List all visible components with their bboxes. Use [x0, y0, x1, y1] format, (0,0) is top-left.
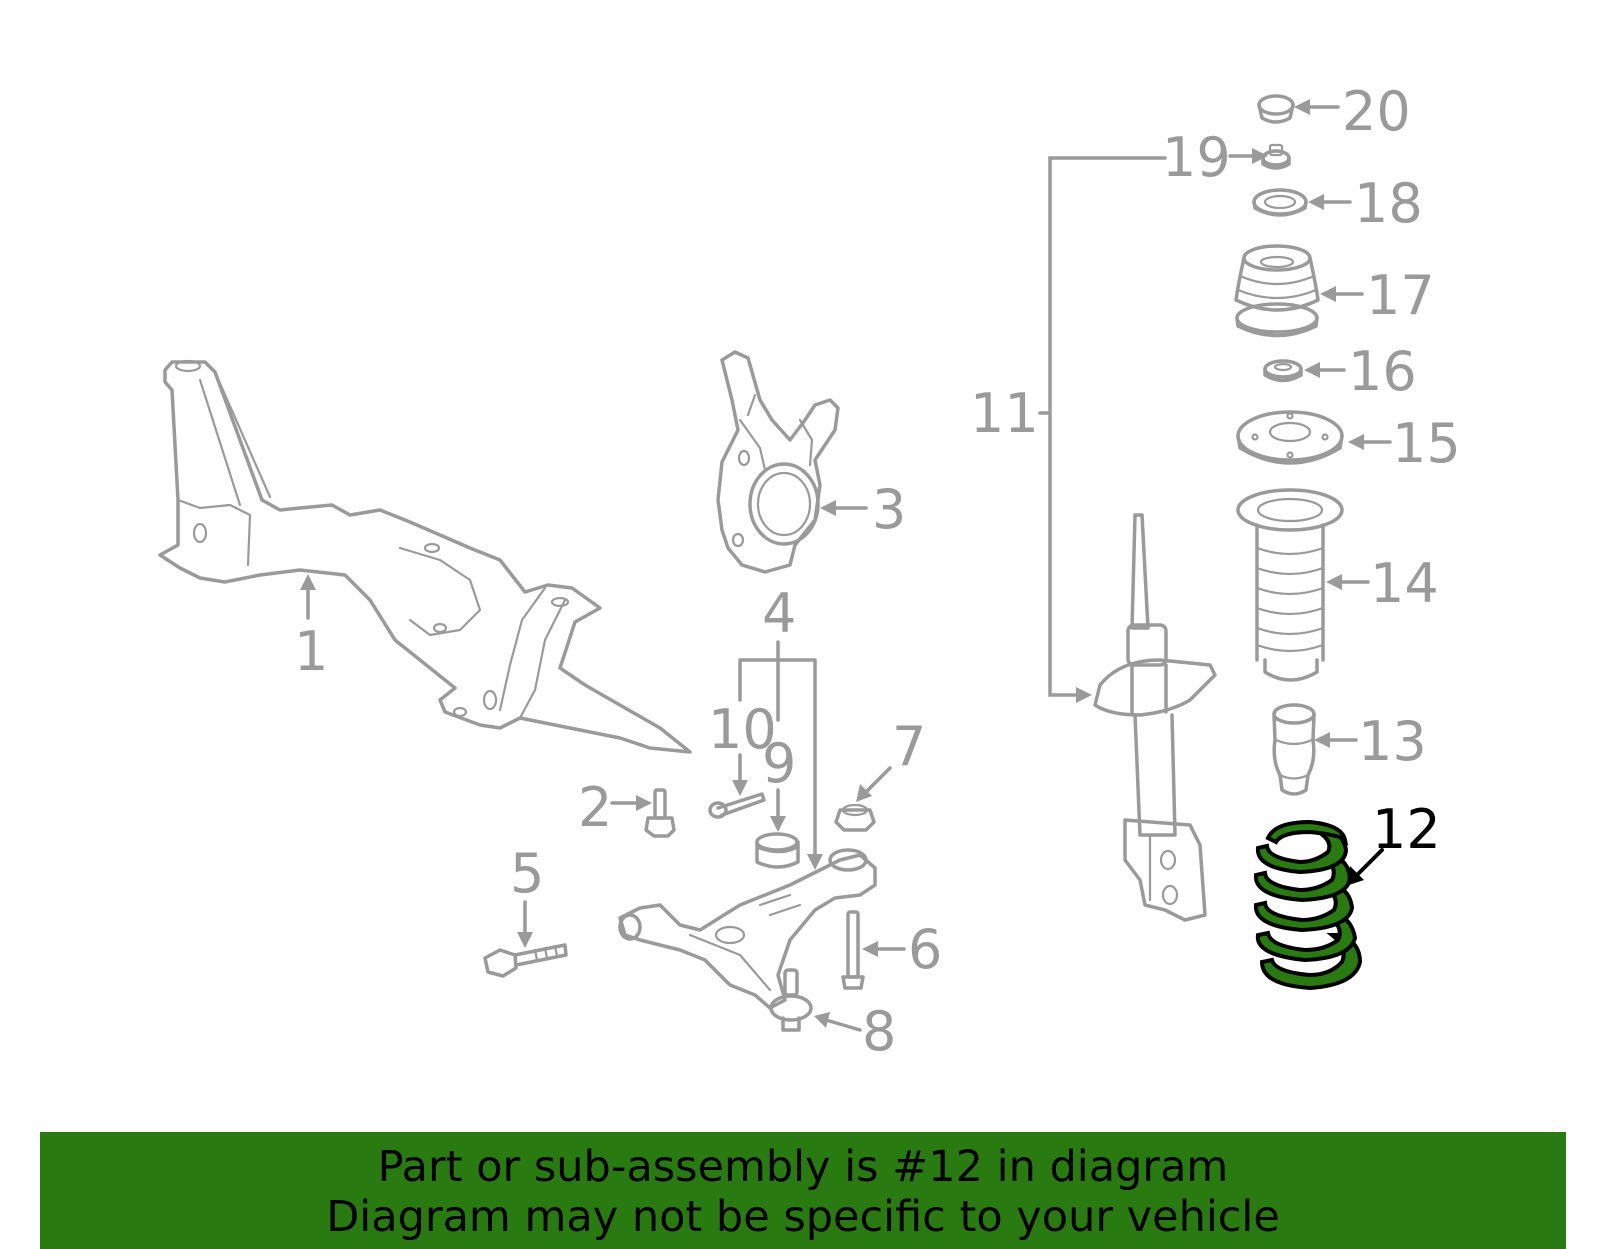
callout-6: 6 [908, 918, 942, 981]
part-3-steering-knuckle [716, 350, 840, 574]
callout-1: 1 [294, 620, 328, 683]
callout-18: 18 [1354, 172, 1423, 235]
callout-2: 2 [578, 776, 612, 839]
part-1-crossmember [158, 359, 692, 754]
callout-8: 8 [862, 1000, 896, 1063]
part-18-seat-ring [1252, 188, 1308, 217]
callout-14: 14 [1370, 552, 1439, 615]
callout-9: 9 [762, 732, 796, 795]
callout-10: 10 [708, 698, 777, 761]
leader-lines [300, 99, 1392, 1032]
part-8-ball-joint [769, 968, 813, 1032]
callout-labels: 1 2 3 4 5 6 7 8 9 10 11 12 13 14 15 16 1… [294, 80, 1461, 1063]
callout-20: 20 [1342, 80, 1411, 143]
callout-19: 19 [1162, 126, 1231, 189]
part-7-nut [834, 803, 876, 832]
part-11-strut [1093, 513, 1217, 922]
callout-11: 11 [970, 382, 1039, 445]
callout-17: 17 [1366, 264, 1435, 327]
part-15-mount-plate [1236, 410, 1344, 465]
callout-5: 5 [510, 842, 544, 905]
part-6-bolt [841, 910, 865, 990]
part-5-long-bolt [483, 943, 568, 978]
part-13-bump-stop [1272, 703, 1316, 796]
part-2-bolt [644, 788, 676, 838]
callout-7: 7 [892, 715, 926, 778]
callout-12: 12 [1372, 798, 1441, 861]
part-9-bushing [755, 832, 800, 869]
part-info-banner: Part or sub-assembly is #12 in diagram D… [40, 1132, 1566, 1249]
callout-15: 15 [1392, 412, 1461, 475]
part-14-dust-boot [1236, 488, 1344, 682]
callout-3: 3 [872, 478, 906, 541]
part-10-cotter-pin [708, 792, 766, 819]
callout-13: 13 [1358, 710, 1427, 773]
part-12-coil-spring [1253, 819, 1363, 991]
callout-16: 16 [1348, 340, 1417, 403]
part-16-washer [1263, 359, 1303, 383]
banner-line-1: Part or sub-assembly is #12 in diagram [377, 1142, 1229, 1192]
callout-4: 4 [762, 582, 796, 645]
banner-line-2: Diagram may not be specific to your vehi… [326, 1192, 1280, 1242]
part-17-strut-mount [1234, 244, 1320, 338]
part-20-cap [1257, 94, 1295, 124]
part-4-lower-control-arm [618, 848, 877, 1010]
